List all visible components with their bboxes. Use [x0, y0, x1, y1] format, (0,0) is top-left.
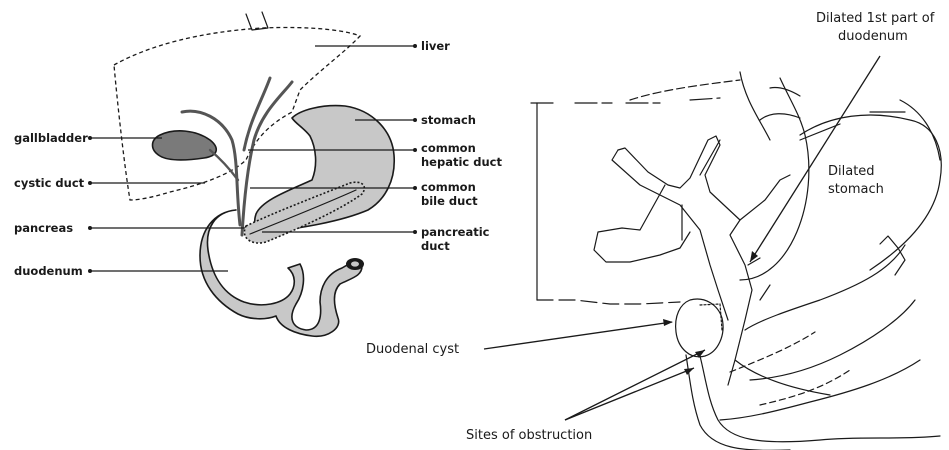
label-cystic-duct: cystic duct: [14, 176, 85, 190]
label-pancreas: pancreas: [14, 221, 73, 235]
label-gallbladder: gallbladder: [14, 131, 88, 145]
left-anatomy-illustration: liver stomach common hepatic duct common…: [14, 12, 502, 336]
label-common-hepatic-duct-line1: common: [421, 141, 476, 155]
label-common-bile-duct-line2: bile duct: [421, 194, 478, 208]
label-liver: liver: [421, 39, 450, 53]
gallbladder-shape: [153, 131, 217, 160]
tracing-stomach-outline: [740, 72, 809, 280]
tracing-liver-outline: [531, 98, 720, 103]
label-duodenum: duodenum: [14, 264, 83, 278]
label-common-bile-duct-line1: common: [421, 180, 476, 194]
label-dilated-stomach-line2: stomach: [828, 182, 884, 197]
label-dilated-stomach-line1: Dilated: [828, 164, 875, 179]
label-common-hepatic-duct-line2: hepatic duct: [421, 155, 502, 169]
label-sites-of-obstruction: Sites of obstruction: [466, 428, 592, 443]
label-stomach: stomach: [421, 113, 476, 127]
label-dilated-first-part-line2: duodenum: [838, 29, 908, 44]
label-duodenal-cyst: Duodenal cyst: [366, 342, 459, 357]
hepatic-duct-left: [182, 111, 240, 225]
label-pancreatic-duct-line1: pancreatic: [421, 225, 490, 239]
label-pancreatic-duct-line2: duct: [421, 239, 450, 253]
tracing-duodenal-cyst: [676, 299, 723, 357]
label-dilated-first-part-line1: Dilated 1st part of: [816, 11, 935, 26]
